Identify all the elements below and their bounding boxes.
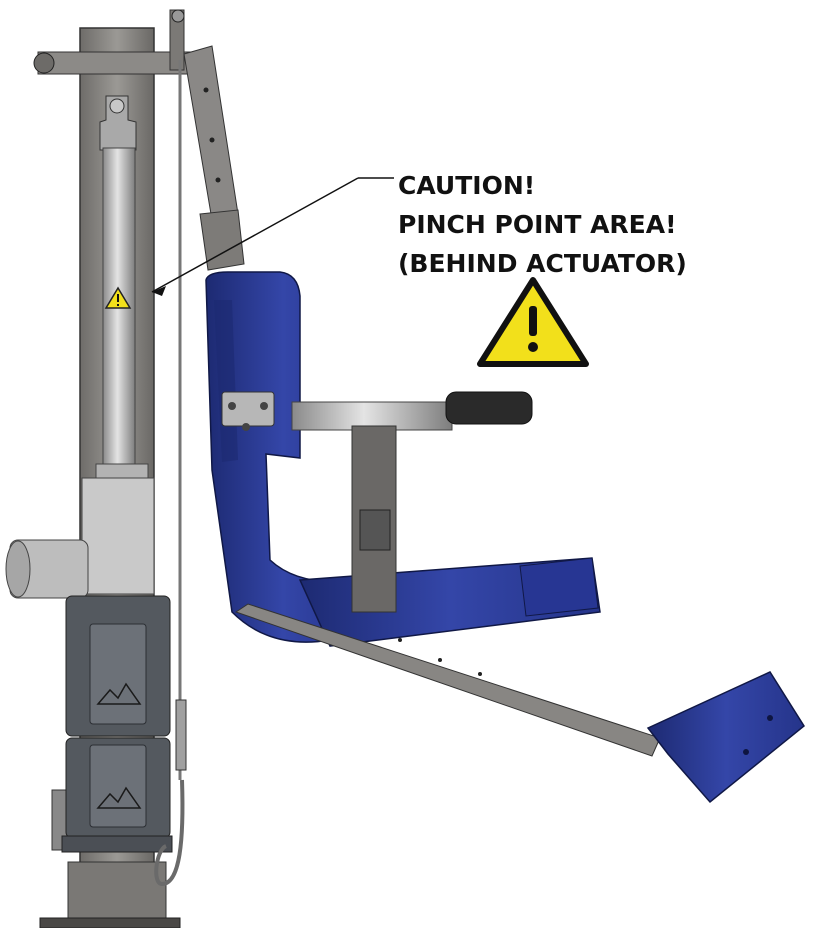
callout-line-3: (BEHIND ACTUATOR) xyxy=(398,249,687,278)
arm-rest xyxy=(291,391,533,431)
callout-line-2: PINCH POINT AREA! xyxy=(398,210,677,239)
control-box xyxy=(61,595,173,853)
top-pivot xyxy=(33,9,201,75)
callout-leader xyxy=(151,177,394,296)
warning-label-icon xyxy=(104,286,132,309)
cable xyxy=(154,60,187,887)
caution-callout: CAUTION! PINCH POINT AREA! (BEHIND ACTUA… xyxy=(398,166,687,283)
mountain-logo-icon xyxy=(96,682,142,809)
callout-line-1: CAUTION! xyxy=(398,171,536,200)
actuator xyxy=(5,95,155,599)
seat-strap xyxy=(351,425,397,613)
lift-arm xyxy=(183,45,245,271)
warning-triangle-icon xyxy=(477,277,589,367)
footrest xyxy=(646,671,805,804)
